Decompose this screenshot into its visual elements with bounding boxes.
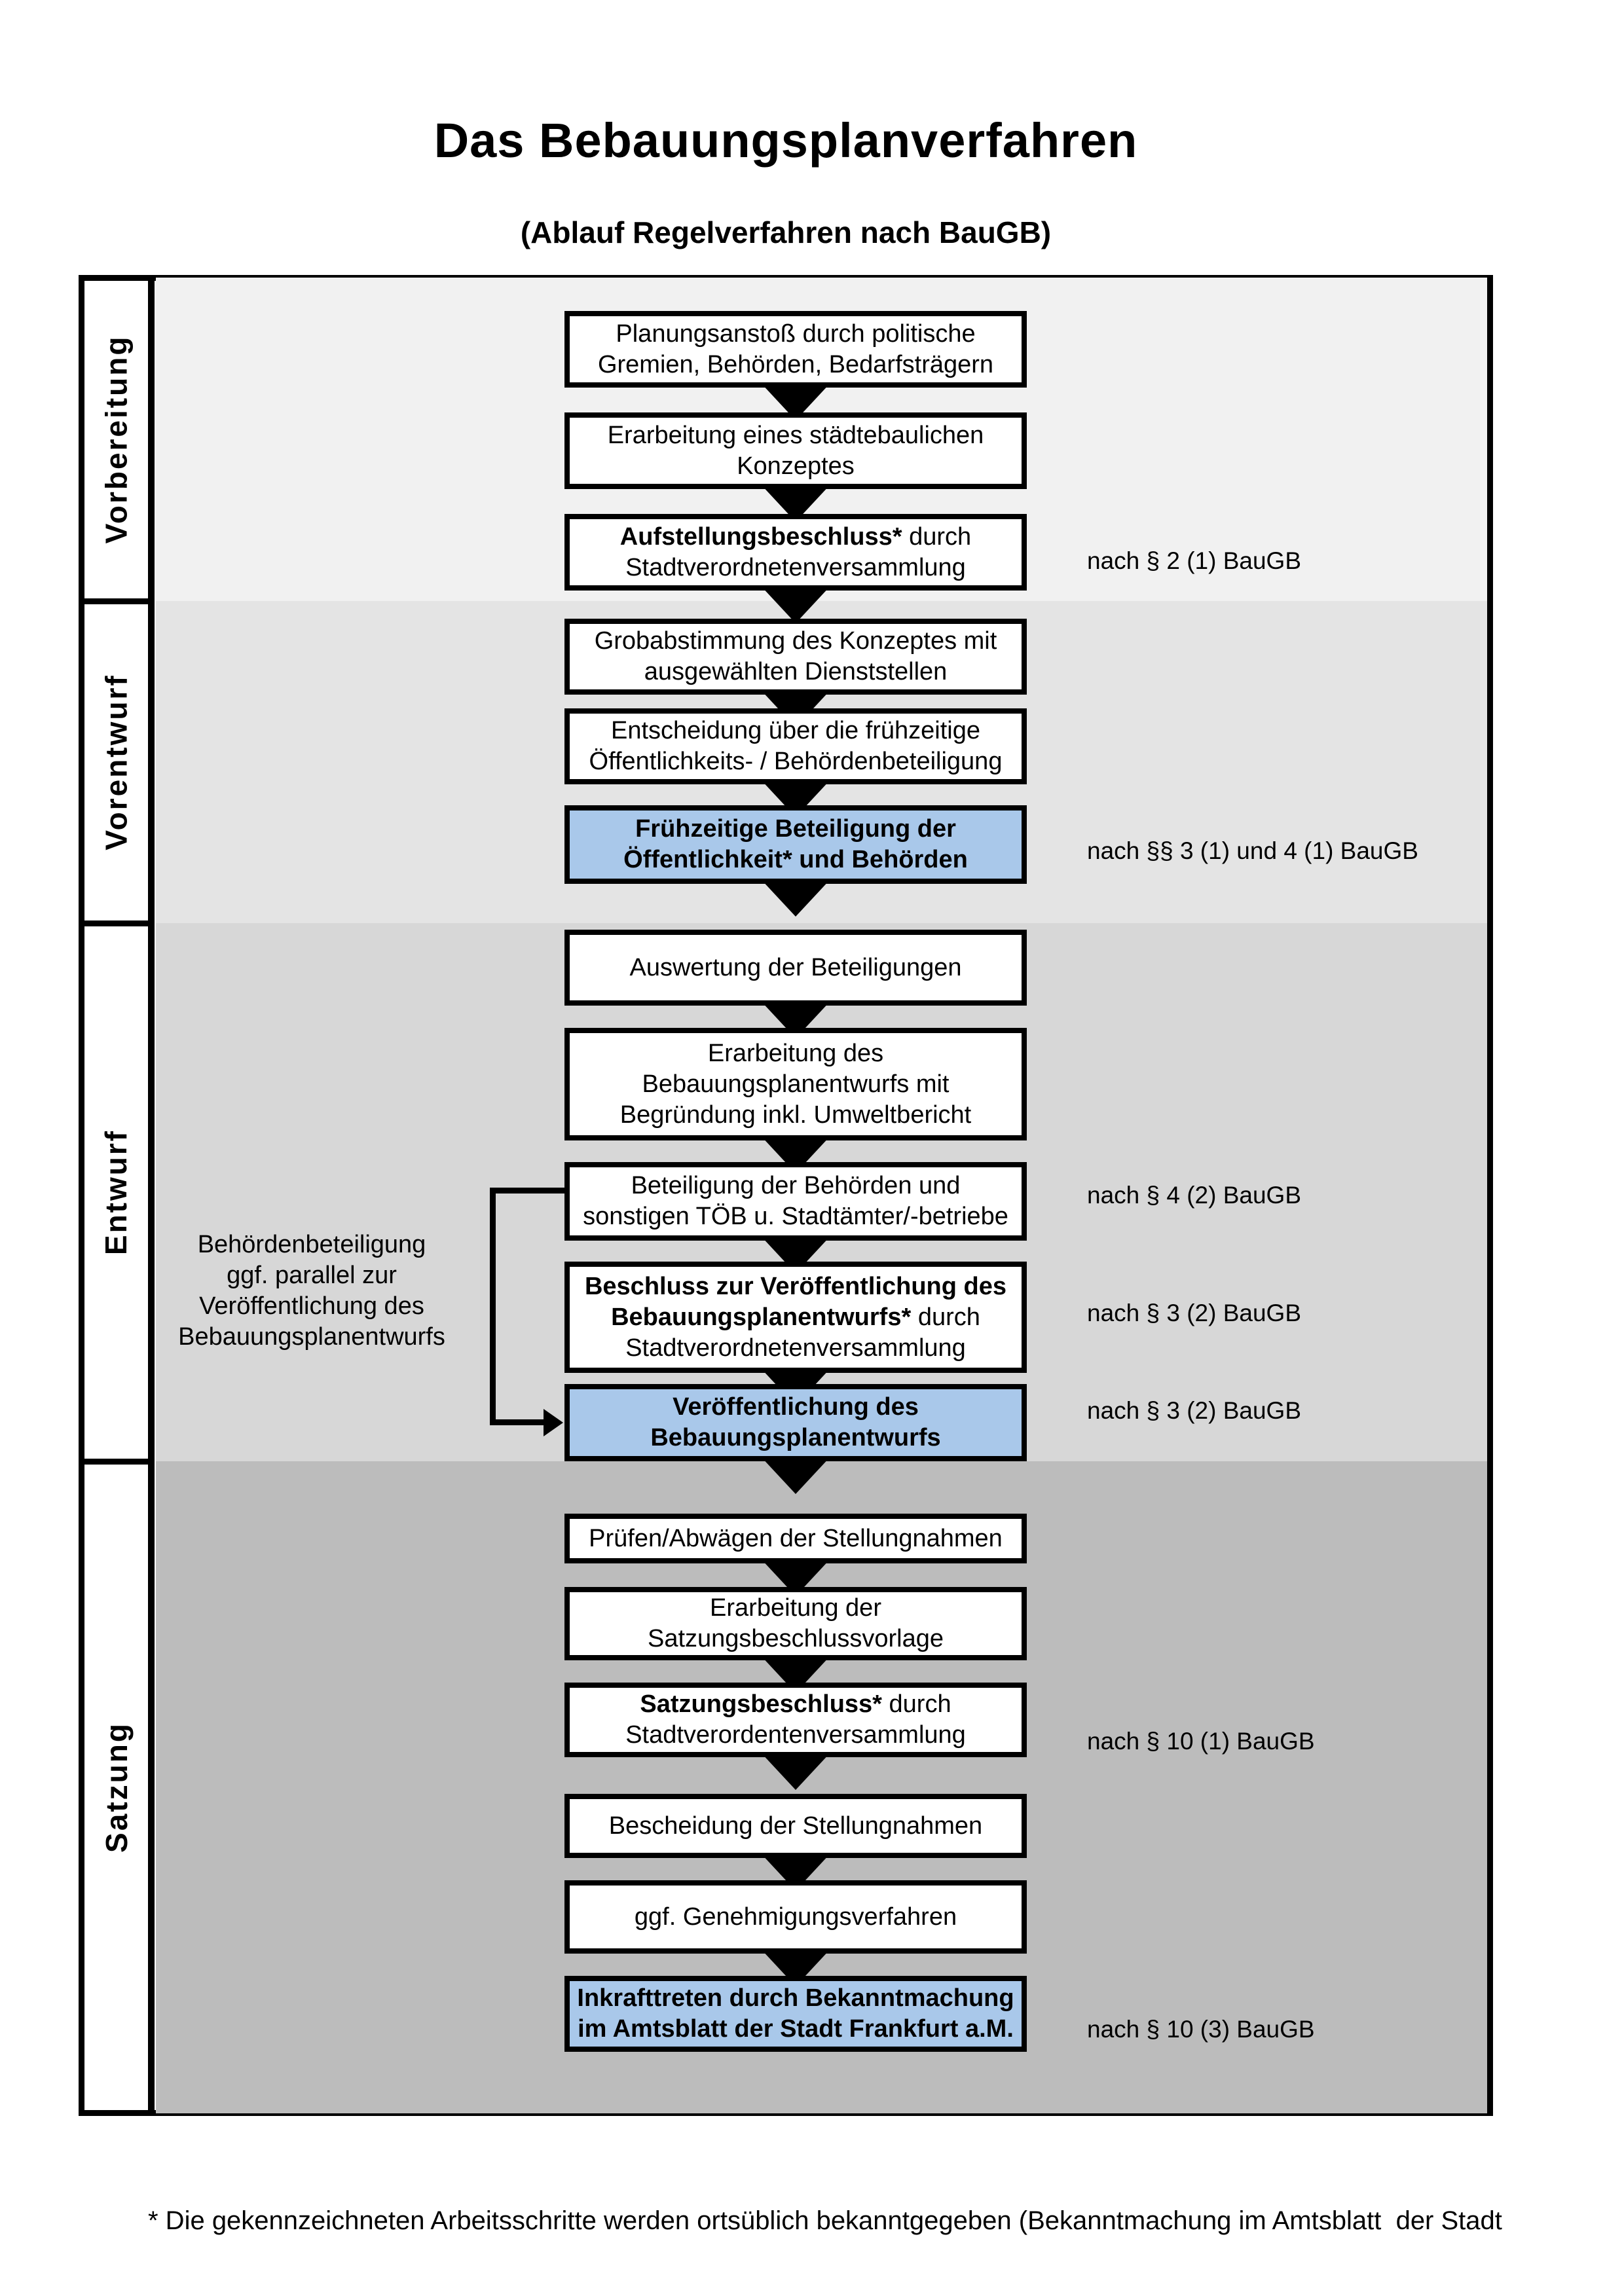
flow-box-line: Bebauungsplanentwurfs <box>650 1424 941 1451</box>
side-note-line: Bebauungsplanentwurfs <box>178 1323 445 1351</box>
law-ref-beschluss-veroeffentlichung: nach § 3 (2) BauGB <box>1087 1300 1302 1326</box>
flow-box-line: Entscheidung über die frühzeitige <box>610 717 981 744</box>
phase-label-vorbereitung: Vorbereitung <box>84 278 148 601</box>
side-note-line: Veröffentlichung des <box>199 1292 424 1320</box>
flow-box-line: Bebauungsplanentwurfs mit <box>642 1070 950 1098</box>
law-ref-fruehzeitige-beteiligung: nach §§ 3 (1) und 4 (1) BauGB <box>1087 837 1418 864</box>
phase-divider-entwurf <box>83 920 155 926</box>
flow-box-line: Auswertung der Beteiligungen <box>629 953 962 981</box>
phase-label-text-entwurf: Entwurf <box>99 1129 134 1256</box>
connector-stub-top <box>490 1188 567 1194</box>
flow-box-line: Planungsanstoß durch politische <box>616 319 976 348</box>
flow-box-line: Satzungsbeschluss* durch <box>640 1690 951 1718</box>
side-note-line: Behördenbeteiligung <box>197 1231 426 1258</box>
flow-box-line: Aufstellungsbeschluss* durch <box>619 522 972 551</box>
law-ref-veroeffentlichung-entwurf: nach § 3 (2) BauGB <box>1087 1397 1302 1424</box>
phase-label-text-vorentwurf: Vorentwurf <box>99 674 134 850</box>
flow-box-line: Erarbeitung des <box>707 1039 884 1067</box>
law-ref-inkrafttreten: nach § 10 (3) BauGB <box>1087 2016 1315 2043</box>
flow-box-line: Stadtverordnetenversammlung <box>625 1334 966 1362</box>
flow-box-line: Stadtverordentenversammlung <box>625 1721 966 1749</box>
flow-box-pruefen-abwaegen: Prüfen/Abwägen der Stellungnahmen <box>564 1514 1027 1563</box>
flow-box-line: Frühzeitige Beteiligung der <box>635 815 956 843</box>
phase-column-divider <box>148 278 155 2113</box>
flow-arrow-icon <box>760 879 831 917</box>
flow-box-auswertung-beteiligungen: Auswertung der Beteiligungen <box>564 930 1027 1006</box>
law-ref-beteiligung-behoerden: nach § 4 (2) BauGB <box>1087 1182 1302 1209</box>
flow-box-line: Konzeptes <box>737 452 855 480</box>
law-ref-aufstellungsbeschluss: nach § 2 (1) BauGB <box>1087 547 1302 574</box>
flow-box-line: Beteiligung der Behörden und <box>631 1172 961 1199</box>
flow-box-line: im Amtsblatt der Stadt Frankfurt a.M. <box>578 2015 1014 2043</box>
phase-label-vorentwurf: Vorentwurf <box>84 601 148 923</box>
flow-box-line: Öffentlichkeit* und Behörden <box>623 846 968 873</box>
flow-box-line: Inkrafttreten durch Bekanntmachung <box>577 1984 1014 2012</box>
footnote: * Die gekennzeichneten Arbeitsschritte w… <box>148 2136 1549 2296</box>
flow-box-inkrafttreten: Inkrafttreten durch Bekanntmachung im Amt… <box>564 1976 1027 2052</box>
flow-box-line: Beschluss zur Veröffentlichung des <box>584 1272 1007 1300</box>
flow-box-line: Prüfen/Abwägen der Stellungnahmen <box>589 1524 1003 1552</box>
flow-box-line: Veröffentlichung des <box>673 1393 919 1421</box>
flow-box-grobabstimmung: Grobabstimmung des Konzeptes mit ausgewäh… <box>564 619 1027 695</box>
flow-arrow-icon <box>760 1752 831 1790</box>
phase-divider-vorentwurf <box>83 598 155 604</box>
flow-arrow-icon <box>760 585 831 623</box>
flow-box-line: Bescheidung der Stellungnahmen <box>608 1812 983 1840</box>
flow-box-line: Bebauungsplanentwurfs* durch <box>611 1303 980 1331</box>
flow-box-line: Erarbeitung der <box>710 1594 881 1622</box>
phase-label-satzung: Satzung <box>84 1461 148 2113</box>
footnote-line-1: * Die gekennzeichneten Arbeitsschritte w… <box>148 2206 1502 2235</box>
flow-box-line: Grobabstimmung des Konzeptes mit <box>594 627 997 655</box>
flow-box-line: Satzungsbeschlussvorlage <box>647 1625 944 1652</box>
flow-box-line: Gremien, Behörden, Bedarfsträgern <box>597 350 994 378</box>
flow-box-beteiligung-behoerden: Beteiligung der Behörden und sonstigen TÖ… <box>564 1162 1027 1241</box>
connector-vertical <box>490 1188 496 1422</box>
connector-shaft-bottom <box>490 1419 546 1425</box>
flow-box-line: Erarbeitung eines städtebaulichen <box>607 421 984 449</box>
flow-box-bescheidung-stellungnahmen: Bescheidung der Stellungnahmen <box>564 1794 1027 1858</box>
flow-box-line: ausgewählten Dienststellen <box>644 658 948 685</box>
phase-label-entwurf: Entwurf <box>84 923 148 1461</box>
flow-arrow-icon <box>760 1456 831 1494</box>
page-title: Das Bebauungsplanverfahren <box>434 113 1138 168</box>
flow-box-line: Öffentlichkeits- / Behördenbeteiligung <box>589 748 1003 775</box>
phase-divider-satzung <box>83 1459 155 1465</box>
flow-box-line: sonstigen TÖB u. Stadtämter/-betriebe <box>583 1203 1008 1230</box>
phase-label-text-vorbereitung: Vorbereitung <box>99 335 134 544</box>
flow-box-line: ggf. Genehmigungsverfahren <box>634 1903 957 1931</box>
page-subtitle: (Ablauf Regelverfahren nach BauGB) <box>520 215 1052 249</box>
law-ref-satzungsbeschluss: nach § 10 (1) BauGB <box>1087 1728 1315 1755</box>
flow-box-line: Stadtverordnetenversammlung <box>625 553 966 581</box>
connector-arrowhead-icon <box>544 1409 563 1436</box>
phase-label-text-satzung: Satzung <box>99 1722 134 1853</box>
flow-box-genehmigungsverfahren: ggf. Genehmigungsverfahren <box>564 1880 1027 1954</box>
side-note-line: ggf. parallel zur <box>227 1262 397 1289</box>
flow-box-line: Begründung inkl. Umweltbericht <box>619 1101 972 1129</box>
